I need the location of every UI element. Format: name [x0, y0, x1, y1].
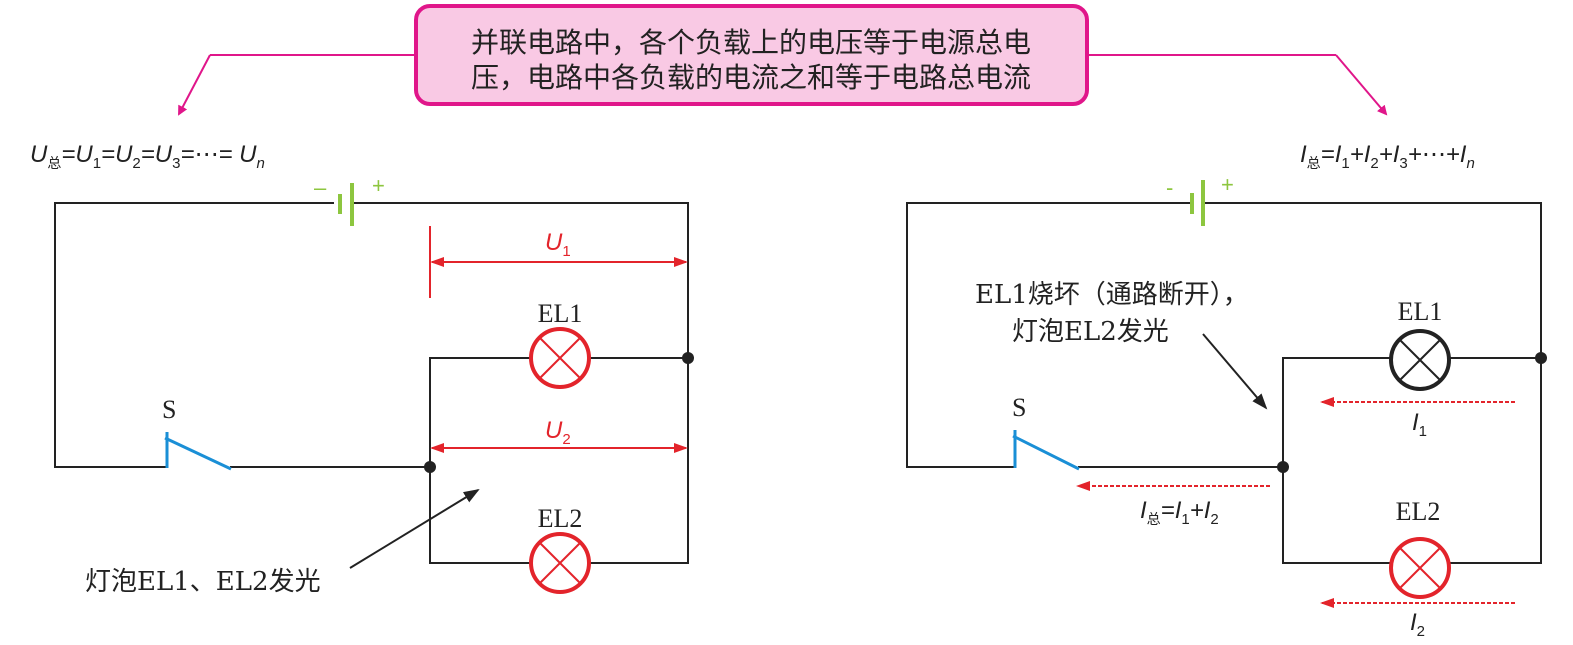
junction-node [1277, 461, 1289, 473]
battery-plus-sign: + [372, 173, 385, 198]
lamp-el2: EL2 [1389, 497, 1451, 599]
lamp-el2-label: EL2 [1396, 497, 1441, 526]
junction-node [682, 352, 694, 364]
annotation-arrow [349, 488, 480, 569]
lamp-el1-label: EL1 [1398, 297, 1443, 326]
left-circuit: – + S EL1 EL2 U1 U2 灯泡EL1、EL2发光 [54, 173, 694, 597]
summary-line-1: 并联电路中，各个负载上的电压等于电源总电 [471, 26, 1031, 59]
junction-node [1535, 352, 1547, 364]
u1-label: U1 [545, 229, 571, 260]
left-pointer-arrow [178, 54, 211, 116]
lamp-el1: EL1 [529, 299, 591, 389]
summary-line-2: 压，电路中各负载的电流之和等于电路总电流 [471, 61, 1031, 94]
i1-label: I1 [1412, 409, 1427, 440]
right-circuit: - + S EL1 EL2 I1 I2 I总=I1+I2 EL1烧坏（通路断开）… [906, 172, 1547, 640]
right-pointer-arrow [1335, 54, 1388, 116]
battery-minus-sign: – [314, 175, 327, 200]
switch-label: S [1012, 393, 1026, 422]
u2-label: U2 [545, 417, 571, 448]
annotation-arrow [1202, 333, 1268, 410]
battery-plus-sign: + [1221, 172, 1234, 197]
annotation-line-2: 灯泡EL2发光 [1012, 317, 1169, 347]
lamp-el2-label: EL2 [538, 504, 583, 533]
switch: S [1012, 393, 1080, 471]
battery: – + [314, 173, 385, 226]
wires [54, 202, 689, 564]
junction-node [424, 461, 436, 473]
summary-box-frame [414, 4, 1089, 106]
battery: - + [1166, 172, 1234, 226]
current-formula: I总=I1+I2+I3+⋯+In [1300, 141, 1475, 172]
switch: S [162, 395, 232, 471]
lamp-el2: EL2 [529, 504, 591, 594]
battery-minus-sign: - [1166, 175, 1173, 200]
total-current-label: I总=I1+I2 [1140, 497, 1219, 528]
voltage-formula: U总=U1=U2=U3=⋯= Un [30, 141, 265, 172]
lamp-el1-burnt: EL1 [1389, 297, 1451, 391]
i2-label: I2 [1410, 609, 1425, 640]
lamp-el1-label: EL1 [538, 299, 583, 328]
annotation-both-lamps-lit: 灯泡EL1、EL2发光 [85, 567, 321, 597]
wires [906, 202, 1542, 564]
switch-label: S [162, 395, 176, 424]
annotation-line-1: EL1烧坏（通路断开）， [975, 280, 1249, 310]
summary-box: 并联电路中，各个负载上的电压等于电源总电 压，电路中各负载的电流之和等于电路总电… [178, 4, 1388, 116]
